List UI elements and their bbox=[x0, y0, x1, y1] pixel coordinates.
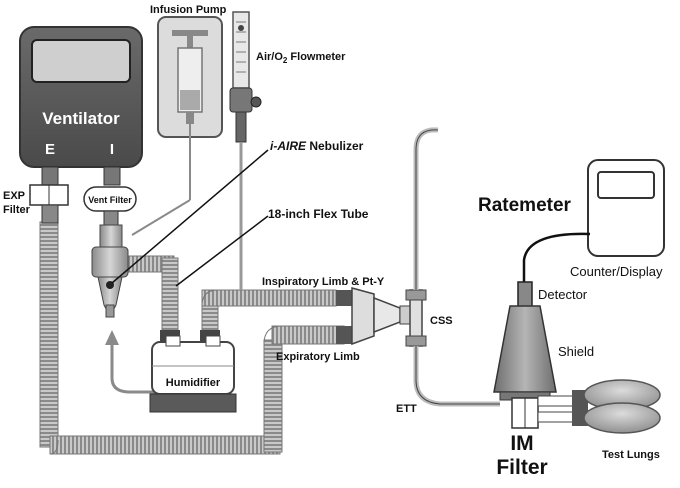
infusion-pump-label: Infusion Pump bbox=[150, 4, 227, 16]
port-i-label: I bbox=[110, 141, 114, 158]
expiratory-limb-label: Expiratory Limb bbox=[276, 351, 360, 363]
vent-filter-label: Vent Filter bbox=[88, 195, 132, 205]
filter-label: Filter bbox=[496, 456, 547, 479]
flowmeter-label: Air/O2 Flowmeter bbox=[256, 51, 346, 65]
test-lungs: Test Lungs bbox=[537, 379, 661, 461]
im-filter: IM Filter bbox=[496, 391, 551, 479]
nebulizer-label: i-AIRE Nebulizer bbox=[270, 139, 364, 153]
im-label: IM bbox=[510, 432, 533, 455]
exp-filter: EXP Filter bbox=[3, 184, 69, 224]
infusion-pump: Infusion Pump bbox=[131, 4, 227, 236]
ventilator-label: Ventilator bbox=[42, 109, 120, 128]
ratemeter-label: Ratemeter bbox=[478, 195, 572, 216]
counter-display-label: Counter/Display bbox=[570, 264, 663, 279]
nebulizer-feed-line bbox=[105, 330, 156, 394]
port-e-label: E bbox=[45, 141, 55, 158]
nebulizer-device bbox=[91, 224, 129, 318]
exp-filter-label-1: EXP bbox=[3, 190, 25, 202]
inspiratory-limb-label: Inspiratory Limb & Pt-Y bbox=[262, 276, 385, 288]
leader-lines bbox=[111, 149, 269, 287]
css-label: CSS bbox=[430, 315, 453, 327]
humidifier-label: Humidifier bbox=[166, 377, 221, 389]
detector-shield: Detector Shield bbox=[493, 281, 594, 393]
shield-label: Shield bbox=[558, 344, 594, 359]
test-lungs-label: Test Lungs bbox=[602, 449, 660, 461]
ventilator: Ventilator E I bbox=[19, 26, 143, 186]
flex-tube-label: 18-inch Flex Tube bbox=[268, 207, 369, 221]
ratemeter: Ratemeter Counter/Display bbox=[478, 159, 665, 282]
vent-filter: Vent Filter bbox=[83, 186, 137, 226]
ett-label: ETT bbox=[396, 403, 417, 415]
expiratory-return-tubing bbox=[39, 221, 345, 455]
detector-label: Detector bbox=[538, 287, 588, 302]
air-o2-flowmeter: Air/O2 Flowmeter bbox=[229, 11, 346, 290]
humidifier: Humidifier bbox=[149, 335, 237, 413]
endotracheal-tube: ETT bbox=[396, 127, 500, 415]
exp-filter-label-2: Filter bbox=[3, 204, 31, 216]
closed-suction-system: CSS bbox=[405, 289, 453, 347]
